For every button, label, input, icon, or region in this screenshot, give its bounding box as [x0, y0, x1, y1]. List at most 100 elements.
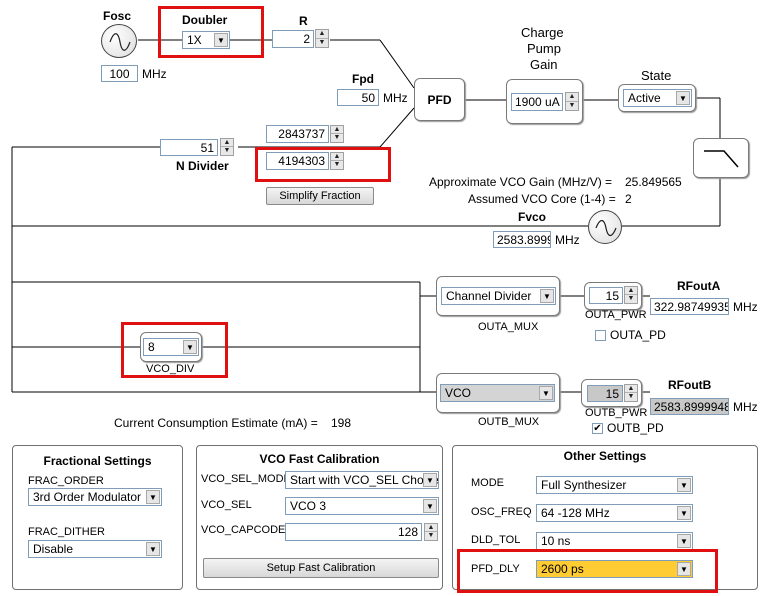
lowpass-filter-icon — [704, 150, 739, 168]
other-settings-title: Other Settings — [563, 449, 647, 463]
up-icon[interactable]: ▲ — [221, 139, 233, 147]
charge-pump-spinner[interactable]: ▲▼ — [565, 92, 579, 111]
frac-order-select[interactable]: 3rd Order Modulator ▼ — [28, 488, 162, 506]
state-value: Active — [628, 91, 661, 105]
outb-pd-label: OUTB_PD — [607, 421, 664, 435]
doubler-select[interactable]: 1X ▼ — [182, 31, 230, 49]
up-icon[interactable]: ▲ — [331, 126, 343, 134]
chevron-down-icon[interactable]: ▼ — [676, 91, 690, 105]
chevron-down-icon[interactable]: ▼ — [423, 473, 437, 487]
charge-pump-input[interactable]: 1900 uA — [511, 93, 563, 111]
chevron-down-icon[interactable]: ▼ — [214, 33, 228, 47]
highlight-denominator — [255, 147, 391, 182]
vco-sel-mode-label: VCO_SEL_MODE — [201, 473, 291, 485]
loop-filter-block — [693, 138, 749, 178]
fractional-settings-panel: Fractional Settings FRAC_ORDER 3rd Order… — [12, 445, 183, 590]
chevron-down-icon[interactable]: ▼ — [539, 386, 553, 400]
down-icon[interactable]: ▼ — [627, 295, 635, 302]
down-icon[interactable]: ▼ — [333, 161, 341, 168]
frac-dither-value: Disable — [33, 542, 74, 556]
state-select[interactable]: Active ▼ — [623, 89, 692, 107]
chevron-down-icon[interactable]: ▼ — [423, 499, 437, 513]
down-icon[interactable]: ▼ — [627, 393, 635, 400]
outb-pwr-input[interactable]: 15 — [587, 385, 623, 402]
doubler-value: 1X — [187, 33, 202, 47]
fosc-label: Fosc — [103, 9, 132, 23]
outa-pwr-spinner[interactable]: ▲▼ — [624, 286, 638, 304]
pfd-dly-select[interactable]: 2600 ps ▼ — [536, 560, 693, 578]
vco-sel-mode-select[interactable]: Start with VCO_SEL Choice ▼ — [285, 471, 439, 489]
pfd-dly-label: PFD_DLY — [471, 563, 520, 575]
r-label: R — [299, 14, 308, 28]
denominator-spinner[interactable]: ▲▼ — [330, 152, 344, 170]
simplify-fraction-button[interactable]: Simplify Fraction — [266, 187, 374, 205]
down-icon[interactable]: ▼ — [427, 532, 435, 539]
down-icon[interactable]: ▼ — [333, 134, 341, 141]
chevron-down-icon[interactable]: ▼ — [677, 506, 691, 520]
rfoutb-unit: MHz — [733, 400, 758, 414]
highlight-pfd-dly — [457, 549, 718, 593]
up-icon[interactable]: ▲ — [331, 153, 343, 161]
vco-div-select[interactable]: 8 ▼ — [143, 338, 199, 356]
chevron-down-icon[interactable]: ▼ — [183, 340, 197, 354]
outb-mux-label: OUTB_MUX — [478, 416, 540, 428]
vco-gain-value: 25.849565 — [625, 175, 682, 189]
vco-fast-calibration-title: VCO Fast Calibration — [259, 452, 380, 466]
chevron-down-icon[interactable]: ▼ — [677, 478, 691, 492]
chevron-down-icon[interactable]: ▼ — [540, 289, 554, 303]
chevron-down-icon[interactable]: ▼ — [146, 490, 160, 504]
chevron-down-icon[interactable]: ▼ — [677, 534, 691, 548]
current-label: Current Consumption Estimate (mA) = — [114, 416, 318, 430]
outa-mux-label: OUTA_MUX — [478, 321, 539, 333]
pfd-dly-value: 2600 ps — [541, 562, 584, 576]
state-label: State — [641, 68, 672, 83]
outb-pwr-spinner[interactable]: ▲▼ — [624, 384, 638, 402]
dld-tol-select[interactable]: 10 ns ▼ — [536, 532, 693, 550]
n-divider-input[interactable]: 51 — [160, 139, 218, 156]
up-icon[interactable]: ▲ — [425, 524, 437, 532]
mode-label: MODE — [471, 477, 504, 489]
chevron-down-icon[interactable]: ▼ — [677, 562, 691, 576]
vco-gain-label: Approximate VCO Gain (MHz/V) = — [429, 175, 613, 189]
vco-capcode-input[interactable]: 128 — [285, 523, 422, 541]
chevron-down-icon[interactable]: ▼ — [146, 542, 160, 556]
up-icon[interactable]: ▲ — [625, 287, 637, 295]
rfoutb-output: 2583.89999482 — [650, 398, 729, 415]
fvco-unit: MHz — [555, 233, 580, 247]
setup-fast-calibration-button[interactable]: Setup Fast Calibration — [203, 558, 439, 578]
fvco-label: Fvco — [518, 210, 547, 224]
up-icon[interactable]: ▲ — [566, 93, 578, 102]
fosc-input[interactable]: 100 — [101, 65, 138, 82]
outb-pd-checkbox[interactable]: ✔ — [592, 423, 603, 434]
osc-freq-select[interactable]: 64 -128 MHz ▼ — [536, 504, 693, 522]
mode-select[interactable]: Full Synthesizer ▼ — [536, 476, 693, 494]
frac-dither-select[interactable]: Disable ▼ — [28, 540, 162, 558]
down-icon[interactable]: ▼ — [568, 101, 576, 109]
dld-tol-label: DLD_TOL — [471, 534, 521, 546]
down-icon[interactable]: ▼ — [318, 38, 326, 46]
r-spinner[interactable]: ▲▼ — [315, 29, 329, 48]
pfd-block: PFD — [414, 78, 465, 121]
vco-div-label: VCO_DIV — [146, 363, 195, 375]
vco-icon — [588, 210, 622, 244]
numerator-spinner[interactable]: ▲▼ — [330, 125, 344, 143]
current-value: 198 — [331, 416, 352, 430]
vco-capcode-spinner[interactable]: ▲▼ — [424, 523, 438, 541]
outb-pwr-label: OUTB_PWR — [585, 407, 648, 419]
oscillator-icon — [101, 24, 137, 58]
up-icon[interactable]: ▲ — [625, 385, 637, 393]
frac-dither-label: FRAC_DITHER — [28, 526, 106, 538]
up-icon[interactable]: ▲ — [316, 30, 328, 39]
vco-sel-select[interactable]: VCO 3 ▼ — [285, 497, 439, 515]
numerator-input[interactable]: 2843737 — [266, 125, 329, 143]
outa-mux-select[interactable]: Channel Divider ▼ — [441, 287, 556, 305]
outa-pd-checkbox[interactable] — [595, 330, 606, 341]
n-divider-spinner[interactable]: ▲▼ — [220, 138, 234, 156]
charge-pump-label-1: Charge — [521, 25, 564, 40]
r-input[interactable]: 2 — [272, 30, 314, 48]
outa-pwr-input[interactable]: 15 — [589, 287, 623, 304]
outb-mux-select[interactable]: VCO ▼ — [440, 384, 555, 402]
pfd-label: PFD — [427, 93, 452, 107]
down-icon[interactable]: ▼ — [223, 147, 231, 154]
denominator-input[interactable]: 4194303 — [266, 152, 329, 170]
